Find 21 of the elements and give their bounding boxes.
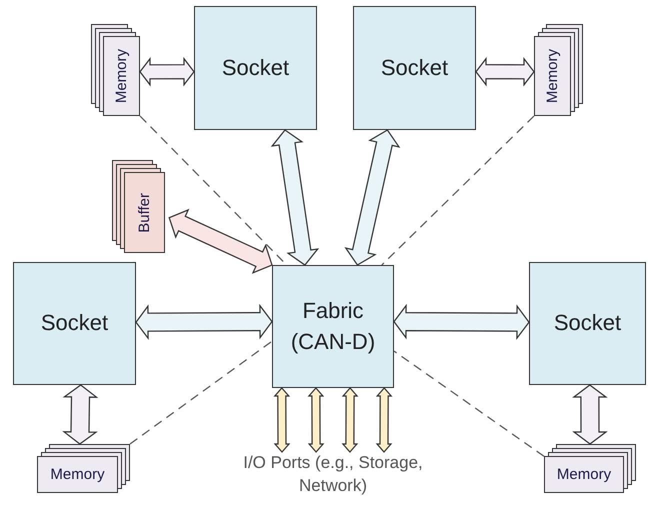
- block-arrow: [393, 304, 530, 340]
- block-arrow: [572, 384, 608, 445]
- block-arrow: [475, 56, 535, 87]
- fabric-box: Fabric (CAN-D): [272, 265, 394, 388]
- dashed-line: [394, 350, 544, 457]
- block-arrow: [342, 387, 358, 453]
- dashed-line: [381, 116, 534, 266]
- block-arrow: [139, 56, 195, 87]
- block-arrow: [62, 384, 98, 445]
- socket-box: Socket: [529, 262, 646, 385]
- block-arrow: [344, 129, 400, 266]
- block-arrow: [273, 387, 290, 453]
- socket-box: Socket: [353, 6, 476, 130]
- block-arrow: [168, 208, 273, 274]
- block-arrow: [376, 387, 393, 453]
- socket-box: Socket: [194, 6, 317, 130]
- socket-box: Socket: [13, 262, 136, 385]
- io-ports-label: I/O Ports (e.g., Storage, Network): [240, 452, 426, 508]
- block-arrow: [308, 387, 324, 453]
- block-arrow: [270, 129, 320, 266]
- block-arrow: [135, 304, 273, 340]
